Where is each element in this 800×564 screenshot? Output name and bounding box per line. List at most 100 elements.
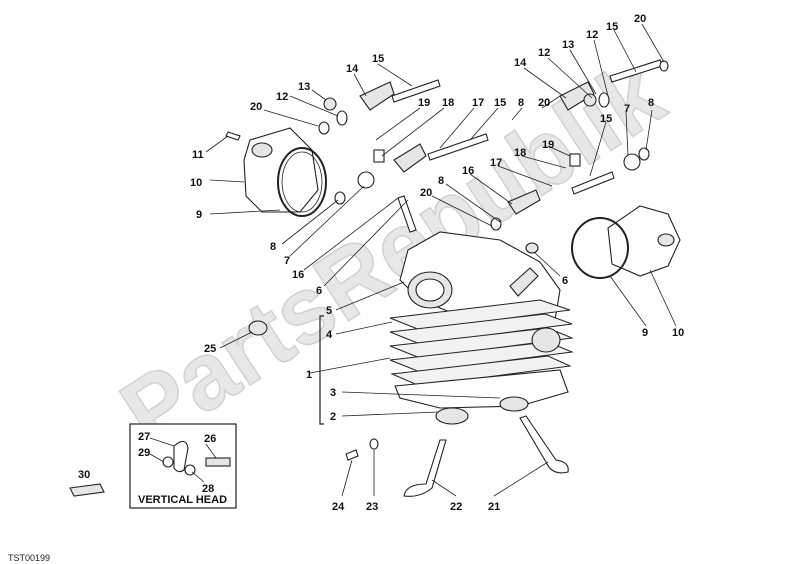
callout-label: 13 [562, 39, 574, 51]
callout-label: 20 [538, 97, 550, 109]
shim-13-right [583, 93, 597, 107]
leader-20l [263, 109, 319, 127]
rocker-arm-right-upper [559, 81, 595, 111]
leader-18l [381, 107, 445, 157]
washer-8-right [638, 147, 650, 161]
leader-12l [289, 95, 339, 117]
callout-label: 20 [420, 187, 432, 199]
rocker-arm-left-lower [393, 143, 427, 173]
callout-label: 8 [648, 97, 654, 109]
callout-label: 20 [634, 13, 646, 25]
washer-20-center [490, 217, 502, 231]
leader-13l [311, 89, 327, 101]
leader-3 [341, 391, 501, 399]
callout-label: 12 [276, 91, 288, 103]
rocker-parts [318, 59, 669, 254]
head-fin-3 [389, 327, 574, 359]
leader-25 [219, 331, 253, 349]
valve-seat-insert-3 [499, 396, 529, 412]
callout-label: 27 [138, 431, 150, 443]
leader-20r2 [431, 195, 493, 227]
stud-16-left [397, 195, 417, 233]
leader-14r [523, 67, 567, 99]
leader-26i [205, 443, 217, 459]
head-fin-1 [389, 299, 571, 331]
leader-4 [335, 321, 393, 335]
leader-16l [303, 197, 399, 271]
left-o-ring-inner [281, 151, 323, 213]
leader-19r [547, 145, 571, 157]
callout-label: 16 [462, 165, 474, 177]
callout-label: 19 [418, 97, 430, 109]
rocker-arm-right-lower [507, 189, 541, 215]
leader-9l [209, 209, 281, 215]
leader-15r2 [589, 121, 607, 177]
washer-23 [369, 438, 379, 450]
leader-21 [493, 461, 549, 497]
rocker-spring-left [357, 171, 375, 189]
drawing-code: TST00199 [8, 553, 50, 563]
washer-8-left [334, 191, 346, 205]
callout-label: 9 [196, 209, 202, 221]
assembly-bracket [319, 315, 324, 425]
callout-label: 18 [514, 147, 526, 159]
callout-label: 28 [202, 483, 214, 495]
shim-12-right [598, 92, 610, 108]
inset-title: VERTICAL HEAD [138, 494, 227, 506]
leader-6l [323, 199, 409, 287]
leader-15c [469, 107, 499, 141]
leader-29i [149, 453, 165, 463]
callout-label: 15 [372, 53, 384, 65]
callout-label: 23 [366, 501, 378, 513]
leader-8r [645, 109, 653, 151]
left-cover-group [225, 127, 327, 217]
callout-label: 15 [494, 97, 506, 109]
head-fin-4 [389, 341, 574, 373]
plug-25 [248, 320, 268, 336]
leader-11l [205, 135, 229, 153]
callout-label: 25 [204, 343, 216, 355]
rocker-shaft-left-upper [391, 79, 441, 103]
callout-label: 16 [292, 269, 304, 281]
rocker-shaft-right-lower [571, 171, 615, 195]
callout-label: 21 [488, 501, 500, 513]
inset-washer-29 [162, 456, 174, 468]
callout-label: 22 [450, 501, 462, 513]
leader-16r [469, 173, 513, 205]
callout-label: 6 [562, 275, 568, 287]
leader-5 [335, 281, 405, 311]
head-screw-24 [345, 449, 359, 461]
intake-port-inner [415, 278, 445, 302]
leader-14l [353, 73, 367, 97]
spark-plug-tube [509, 267, 539, 297]
callout-label: 8 [518, 97, 524, 109]
callout-label: 2 [330, 411, 336, 423]
leader-7r [625, 111, 629, 157]
seal-ring-30 [69, 483, 105, 497]
callout-label: 3 [330, 387, 336, 399]
callout-label: 8 [270, 241, 276, 253]
callout-label: 4 [326, 329, 333, 341]
leader-17l [439, 107, 475, 149]
shim-12-left [336, 110, 348, 126]
left-cover-boss [251, 142, 273, 158]
right-o-ring [571, 217, 629, 279]
callout-label: 13 [298, 81, 310, 93]
callout-label: 15 [600, 113, 612, 125]
leader-12r2 [593, 39, 609, 97]
right-cover-boss [657, 233, 675, 247]
callout-label: 5 [326, 305, 332, 317]
callout-label: 12 [586, 29, 598, 41]
leader-8l [281, 199, 339, 245]
head-fin-2 [389, 313, 573, 345]
callout-label: 8 [438, 175, 444, 187]
callout-label: 14 [514, 57, 527, 69]
exhaust-port [531, 327, 561, 353]
lower-parts [248, 320, 569, 497]
leader-18r [521, 155, 567, 169]
plug-6-right [525, 242, 539, 254]
leader-20r [641, 23, 665, 63]
leader-13r [569, 49, 597, 95]
inset-screw-26 [205, 457, 231, 467]
intake-valve [403, 439, 447, 497]
